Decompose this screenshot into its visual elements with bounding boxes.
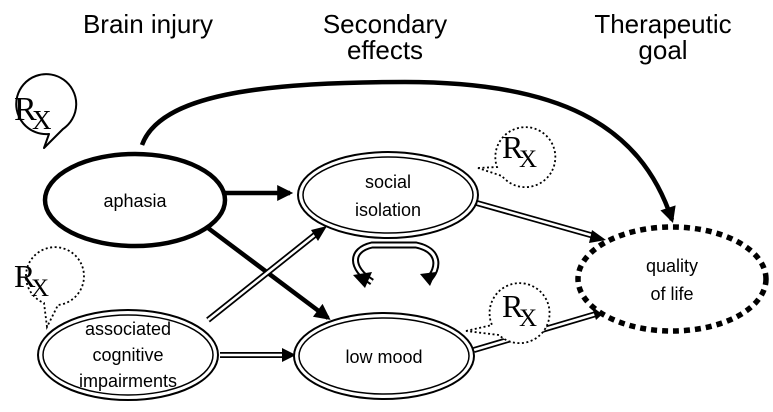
header-secondary-effects-line2: effects [347, 35, 423, 65]
node-social-isolation-label-line2: isolation [355, 200, 421, 220]
rx-symbol-cognitive-x: X [31, 275, 49, 302]
header-therapeutic-goal-line1: Therapeutic [594, 9, 731, 39]
node-associated-cognitive-impairments: associated cognitive impairments [37, 309, 219, 401]
rx-symbol-social-r: R [502, 129, 524, 165]
edge-cognitive-to-social-isolation [206, 226, 327, 323]
node-aphasia-label: aphasia [103, 191, 167, 211]
node-quality-of-life-label-line2: of life [650, 284, 693, 304]
edge-social-isolation-to-quality-of-life [465, 197, 606, 243]
rx-symbol-aphasia-x: X [32, 105, 52, 135]
node-low-mood-label: low mood [345, 347, 422, 367]
rx-symbol-social-x: X [519, 146, 537, 173]
node-quality-of-life-label-line1: quality [646, 256, 698, 276]
rx-symbol-cognitive-r: R [14, 258, 36, 294]
node-quality-of-life: quality of life [575, 224, 769, 334]
node-aphasia: aphasia [42, 151, 228, 249]
edge-social-isolation-low-mood-cycle [352, 241, 440, 288]
rx-bubble-aphasia: R X [14, 73, 78, 149]
edge-aphasia-to-quality-of-life [139, 79, 676, 224]
node-cognitive-label-line1: associated [85, 319, 171, 339]
header-brain-injury: Brain injury [83, 9, 213, 39]
rx-symbol-low-mood-x: X [519, 305, 537, 332]
node-social-isolation-label-line1: social [365, 172, 411, 192]
edge-cognitive-to-low-mood [220, 348, 296, 362]
rx-symbol-low-mood-r: R [502, 288, 524, 324]
rx-bubble-cognitive: R X [14, 246, 85, 331]
node-cognitive-label-line2: cognitive [92, 345, 163, 365]
rx-bubble-social-isolation: R X [477, 126, 557, 189]
header-therapeutic-goal-line2: goal [638, 35, 687, 65]
rx-symbol-aphasia-r: R [14, 91, 37, 128]
node-social-isolation: social isolation [297, 151, 479, 239]
header-secondary-effects-line1: Secondary [323, 9, 447, 39]
rx-bubble-low-mood: R X [465, 282, 551, 345]
node-low-mood: low mood [293, 312, 475, 400]
node-cognitive-label-line3: impairments [79, 371, 177, 391]
